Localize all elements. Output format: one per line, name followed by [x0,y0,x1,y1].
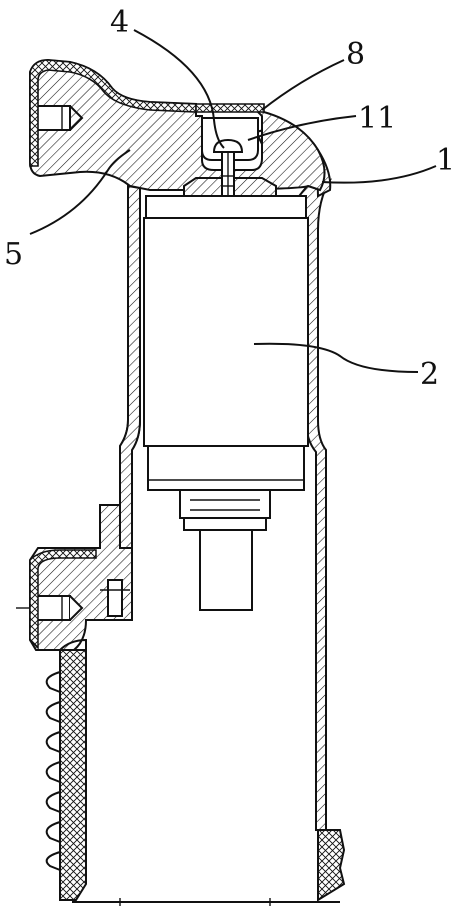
leader-11 [247,115,357,141]
leader-4 [133,29,225,149]
leader-5 [29,149,131,235]
screw-head [212,138,244,153]
moving-conductor-rod [199,529,253,611]
leader-8 [261,59,345,111]
insulator-sheds [45,638,346,906]
label-11: 11 [358,101,396,136]
label-2: 2 [420,357,439,392]
top-terminal-conductor [29,58,326,192]
label-8: 8 [346,37,365,72]
label-4: 4 [110,5,129,40]
leader-2 [253,342,419,373]
leader-lines [29,29,437,373]
lower-terminal [16,504,133,651]
label-1: 1 [436,143,455,178]
label-5: 5 [4,237,23,272]
reference-labels: 4 8 11 1 5 2 [4,5,455,392]
leader-1 [321,165,437,184]
vacuum-interrupter [143,195,309,611]
